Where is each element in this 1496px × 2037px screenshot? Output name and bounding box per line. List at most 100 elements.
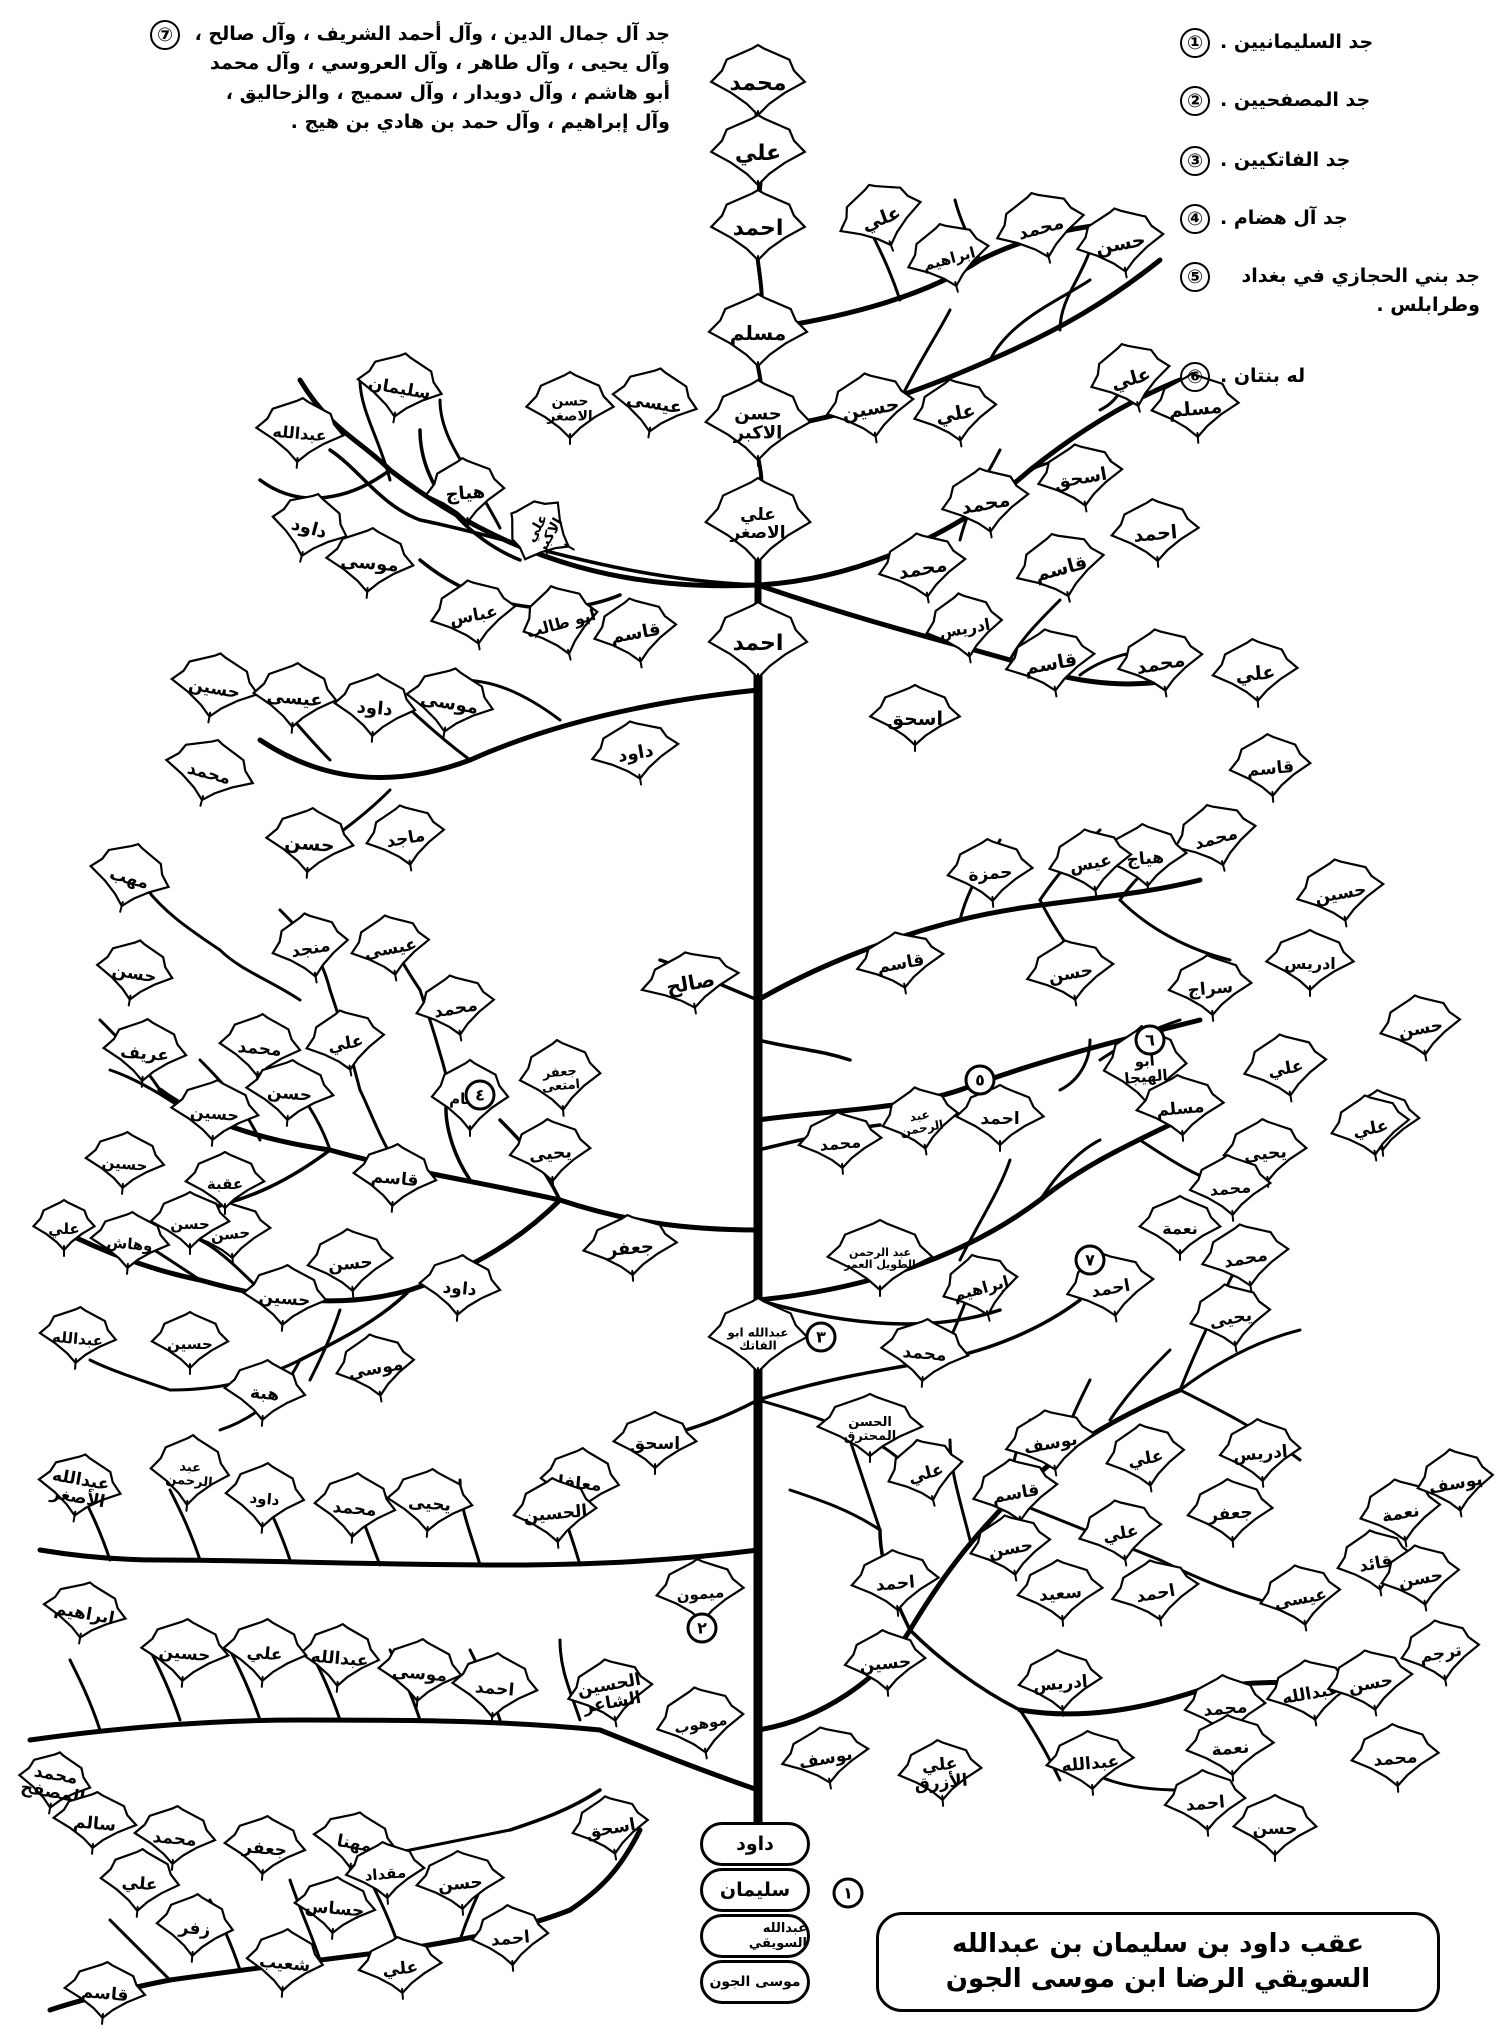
leaf-label: قاسم [1246,757,1295,781]
tree-leaf: محمد [411,969,500,1048]
leaf-stem [337,1682,338,1692]
leaf-label: سالم [72,1812,116,1836]
leaf-label: سراج [1187,977,1234,1001]
leaf-label: زفر [177,1918,211,1941]
tree-leaf: حسين [138,1615,231,1690]
leaf-label: نعمة [1211,1737,1250,1760]
tree-leaf: عليالاصغر [706,478,811,568]
marker-circle: ٣ [807,1323,835,1351]
leaf-label: علي [246,1642,283,1665]
tree-leaf: جعفر [1185,1475,1276,1550]
branch-line [90,1360,170,1390]
marker-circle: ٧ [1076,1246,1104,1274]
leaf-label: علي [48,1220,80,1238]
caption-line-2: السويقي الرضا ابن موسى الجون [946,1962,1370,1997]
tree-leaf: حسين [152,1312,228,1374]
branch-line [30,1720,758,1790]
marker-circle: ٦ [1136,1026,1164,1054]
leaf-stem [262,1523,263,1533]
leaf-label: مسلم [1156,1097,1206,1121]
leaf-stem [842,1164,843,1174]
note-4: ④جد آل هضام . [1180,204,1480,234]
tree-leaf: علي [34,1200,95,1256]
leaf-label: علي [121,1872,158,1895]
leaf-stem [387,1894,388,1904]
tree-leaf: حمزة [945,835,1036,910]
tree-leaf: ترجم [1396,1614,1485,1693]
leaf-stem [557,1538,558,1548]
tree-leaf: عباس [426,573,522,657]
tree-leaf: ماجد [361,799,450,878]
leaf-stem [632,1271,633,1281]
tree-leaf: صالح [637,944,744,1022]
leaf-label: داود [442,1278,478,1301]
tree-leaf: حسن [1072,201,1170,285]
leaf-label: احمد [875,1572,916,1595]
note-7: ⑦ جد آل جمال الدين ، وآل أحمد الشريف ، و… [150,20,670,138]
tree-leaf: احمد [711,190,805,266]
leaf-stem [427,1527,428,1537]
leaf-label: عريف [119,1042,169,1066]
tree-leaf: قاسم [1227,731,1313,806]
leaf-stem [92,1844,93,1854]
tree-leaf: يوسف [777,1720,874,1796]
tree-leaf: حسن [1234,1795,1317,1861]
tree-leaf: عبدالله [1044,1727,1136,1798]
leaf-stem [297,458,298,468]
leaf-stem [282,1987,283,1997]
leaf-stem [122,1184,123,1194]
leaf-stem [287,1116,288,1126]
tree-leaf: علي [301,1004,390,1083]
leaf-label: عبد الرحمنالطويل العمر [843,1246,916,1271]
tree-leaf: زفر [154,1891,236,1965]
note-text: جد الفاتكيين . [1220,146,1350,175]
leaf-label: هياج [1126,847,1165,870]
tree-leaf: منجد [267,907,354,989]
leaf-label: حسن [327,1252,373,1276]
leaf-stem [942,1796,943,1806]
leaf-label: حسن [284,830,336,856]
branch-line [960,1160,1010,1260]
leaf-stem [372,732,373,742]
tree-leaf: اسحق [614,1412,697,1474]
leaf-stem [367,588,368,598]
tree-leaf: جعفر [222,1813,308,1884]
tree-leaf: نعمة [1140,1196,1221,1260]
branch-line [310,1310,340,1380]
note-number: ⑥ [1180,362,1210,392]
leaf-label: حسن [170,1215,210,1233]
leaf-label: الحسين [523,1501,588,1527]
leaf-stem [75,1359,76,1369]
note-2: ②جد المصفحيين . [1180,86,1480,116]
leaf-label: علي [735,141,781,166]
leaf-label: محمد [730,71,787,96]
tree-leaf: مسلم [709,294,807,372]
tree-leaf: علي [1239,1027,1332,1108]
leaf-label: احمد [980,1109,1019,1129]
tree-leaf: حسن [414,1847,506,1918]
tree-leaf: داود [223,1460,307,1537]
leaf-label: احمد [1185,1792,1226,1815]
tree-leaf: احمد [449,1649,540,1726]
diagram-caption: عقب داود بن سليمان بن عبدالله السويقي ال… [876,1912,1440,2012]
tree-leaf: ادريس [1217,1416,1303,1491]
note-number: ② [1180,86,1210,116]
leaf-stem [402,1989,403,1999]
leaf-stem [262,1677,263,1687]
leaf-label: هبة [249,1383,280,1405]
leaf-label: علي [1234,661,1276,686]
leaf-stem [142,1077,143,1087]
leaf-label: حسن [437,1872,483,1896]
leaf-stem [992,897,993,907]
tree-leaf: يحيى [384,1465,475,1540]
marker-number: ٤ [475,1086,485,1105]
leaf-stem [1232,1537,1233,1547]
leaf-label: محمد [1373,1747,1419,1771]
note-text: جد السليمانيين . [1220,28,1373,57]
leaf-stem [1232,1771,1233,1781]
leaf-stem [292,723,293,733]
tree-leaf: ابراهيم [935,1245,1026,1330]
tree-leaf: علي [221,1616,309,1691]
tree-leaf: حسن [263,804,356,881]
